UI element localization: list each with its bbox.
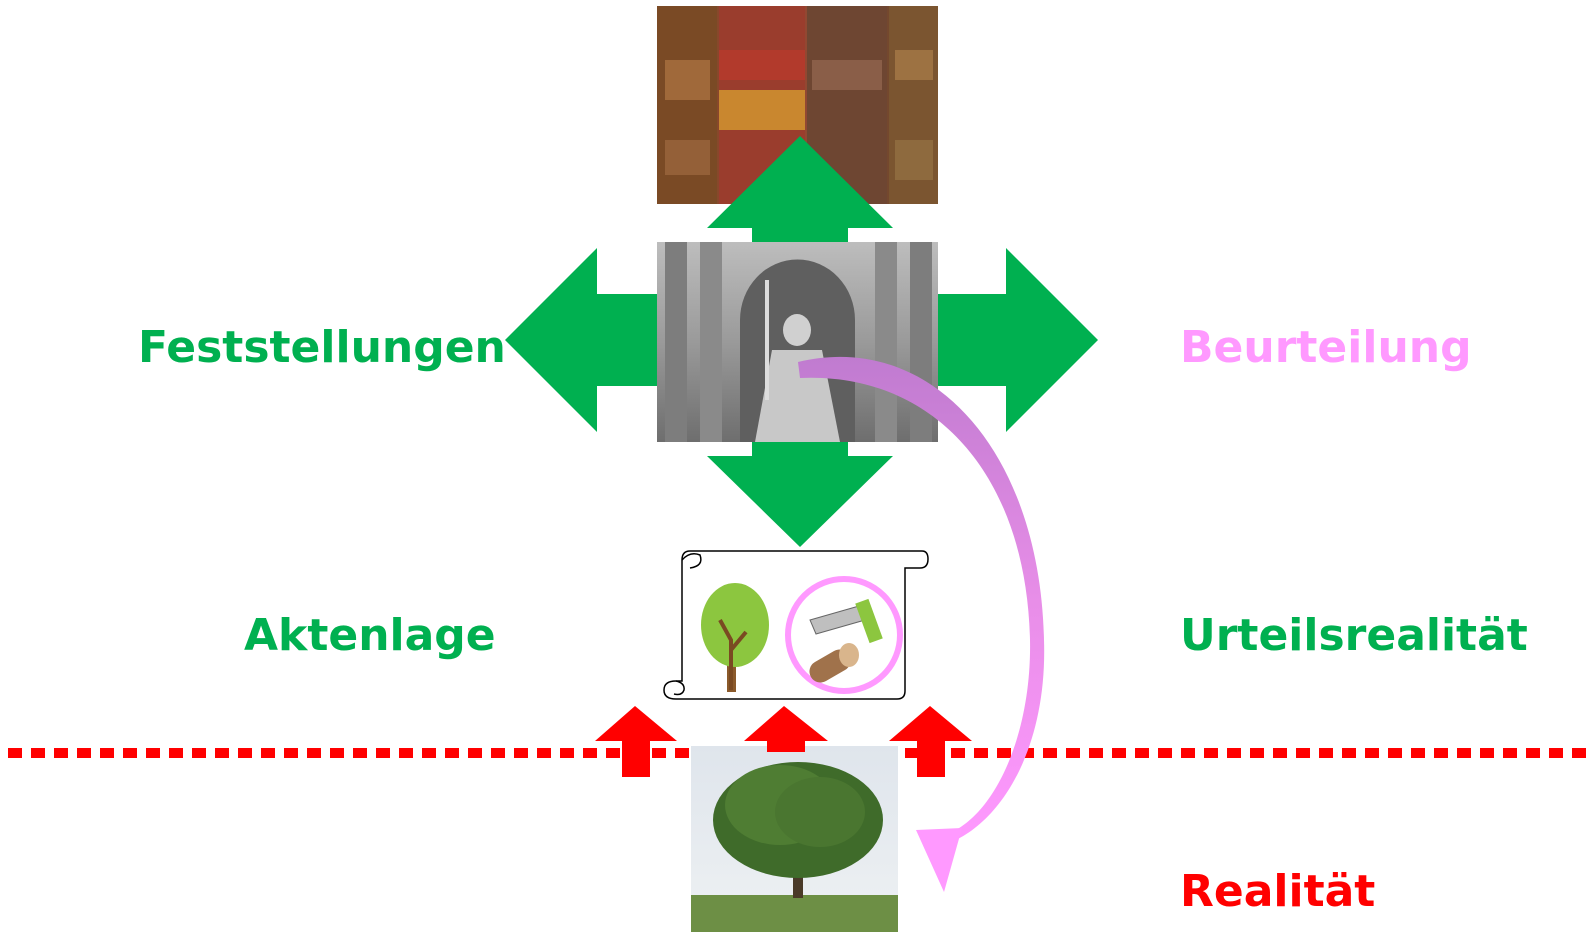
evidence-arrows [595, 706, 972, 777]
label-urteilsrealitaet: Urteilsrealität [1180, 610, 1528, 661]
label-realitaet: Realität [1180, 866, 1376, 917]
red-up-arrow-middle [744, 706, 828, 752]
red-up-arrow-right [889, 706, 972, 777]
tree-icon [701, 583, 769, 692]
justitia-statue-photo [657, 242, 938, 442]
books-photo [657, 6, 938, 204]
four-way-arrow [505, 136, 1098, 547]
red-up-arrow-left [595, 706, 677, 777]
judgment-curve-arrow [798, 356, 1045, 892]
label-feststellungen: Feststellungen [138, 322, 506, 373]
label-aktenlage: Aktenlage [244, 610, 496, 661]
tree-photo [691, 746, 898, 932]
label-beurteilung: Beurteilung [1180, 322, 1472, 373]
felled-tree-icon [785, 576, 903, 694]
